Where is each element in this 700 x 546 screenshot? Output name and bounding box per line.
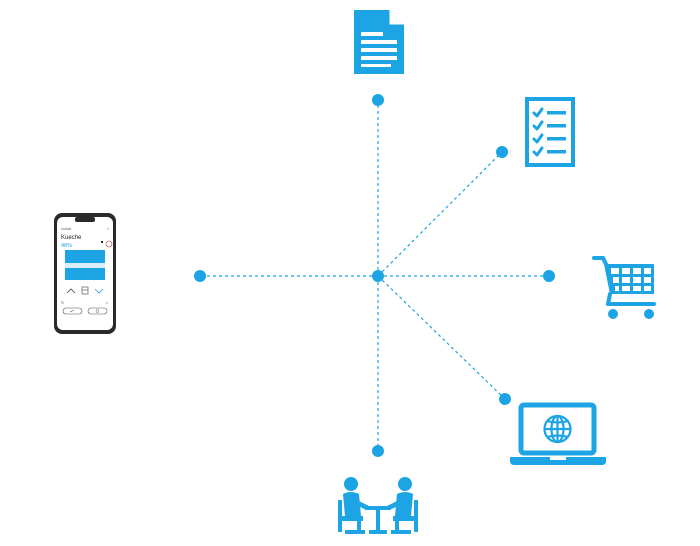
smartphone-icon: zurück × Kueche 48% ↻ ☼ [54, 213, 116, 334]
document-icon [354, 10, 404, 74]
node-document [372, 94, 384, 106]
meeting-icon [338, 477, 418, 534]
node-phone [194, 270, 206, 282]
connector-lines [200, 100, 548, 451]
phone-star-dot [101, 241, 103, 243]
line-to-laptop [377, 275, 506, 400]
phone-stop-button [81, 286, 89, 295]
connector-dots [194, 94, 555, 457]
node-checklist [496, 146, 508, 158]
phone-shutter-band [65, 263, 105, 268]
phone-settings-circle [105, 240, 113, 248]
node-laptop [499, 393, 511, 405]
shopping-cart-icon [592, 256, 656, 319]
phone-pill-right [87, 307, 108, 315]
phone-sun-glyph: ☼ [105, 300, 109, 305]
checklist-icon [525, 97, 575, 167]
phone-percent: 48% [61, 243, 72, 249]
node-cart [543, 270, 555, 282]
phone-up-arrow [66, 288, 76, 294]
phone-header-close: × [107, 227, 109, 231]
hub-node [372, 270, 384, 282]
line-to-checklist [377, 151, 503, 277]
laptop-globe-icon [510, 402, 606, 465]
phone-down-arrow [94, 288, 104, 294]
phone-header-label: zurück [61, 227, 72, 231]
phone-room-title: Kueche [61, 235, 82, 241]
node-meeting [372, 445, 384, 457]
phone-refresh-glyph: ↻ [61, 300, 64, 305]
